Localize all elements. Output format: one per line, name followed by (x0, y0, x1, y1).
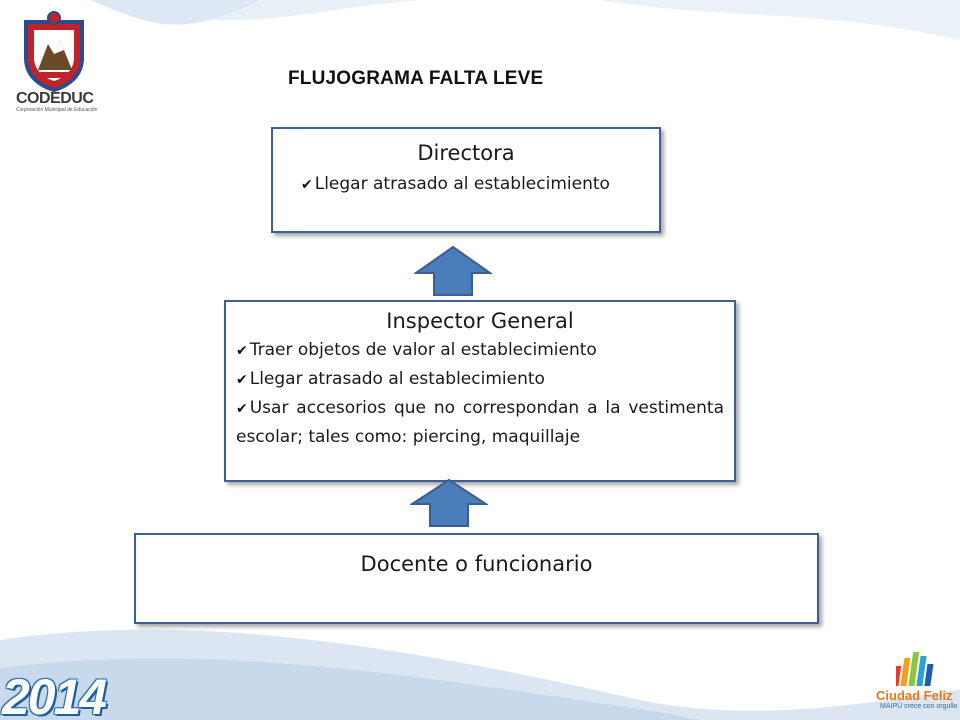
ciudad-feliz-name: Ciudad Feliz (876, 688, 953, 703)
inspector-box: Inspector General Traer objetos de valor… (224, 300, 736, 482)
inspector-item: Traer objetos de valor al establecimient… (236, 336, 724, 365)
directora-list: Llegar atrasado al establecimiento (301, 170, 643, 199)
up-arrow-icon (414, 245, 492, 296)
inspector-list: Traer objetos de valor al establecimient… (236, 336, 724, 451)
directora-item: Llegar atrasado al establecimiento (301, 170, 643, 199)
year-logo: 2014 (2, 669, 107, 720)
codeduc-logo (24, 11, 84, 92)
docente-box: Docente o funcionario (134, 533, 819, 624)
inspector-title: Inspector General (386, 309, 574, 333)
ciudad-feliz-logo (896, 652, 934, 686)
directora-title: Directora (417, 141, 515, 165)
directora-box: Directora Llegar atrasado al establecimi… (271, 127, 661, 233)
docente-title: Docente o funcionario (360, 552, 593, 576)
inspector-item: Usar accesorios que no correspondan a la… (236, 394, 724, 451)
page-title: FLUJOGRAMA FALTA LEVE (288, 68, 544, 89)
up-arrow-icon (410, 478, 488, 527)
codeduc-subtitle: Corporación Municipal de Educación (16, 107, 98, 113)
inspector-item: Llegar atrasado al establecimiento (236, 365, 724, 394)
codeduc-name: CODEDUC (16, 90, 94, 107)
ciudad-feliz-slogan: MAIPÚ crece con orgullo (880, 703, 958, 710)
